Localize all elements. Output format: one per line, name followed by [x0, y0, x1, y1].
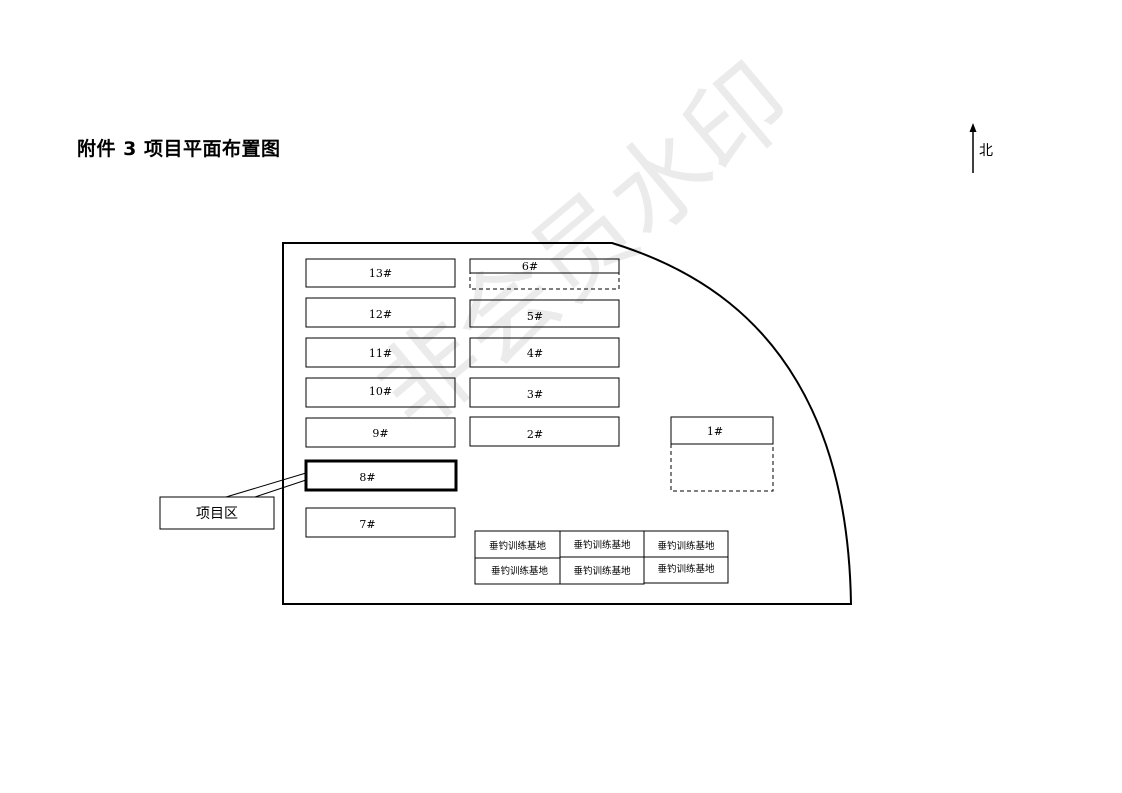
callout-leader-2: [254, 479, 307, 498]
unit-8-highlight: [304, 459, 458, 492]
unit-label: 2#: [526, 428, 544, 441]
unit-label: 5#: [526, 310, 544, 323]
training-base-label: 垂钓训练基地: [657, 564, 715, 575]
unit-label: 9#: [372, 427, 389, 440]
unit-5: [469, 299, 620, 328]
training-base-label: 垂钓训练基地: [573, 540, 631, 551]
callout-box: [159, 496, 275, 530]
unit-4: [469, 337, 620, 368]
training-base-grid: [474, 530, 729, 585]
north-label: 北: [979, 143, 993, 159]
unit-6-dashed-extension: [469, 272, 620, 290]
north-arrow-icon: [969, 123, 977, 173]
unit-7: [305, 507, 456, 538]
training-base-label: 垂钓训练基地: [490, 566, 548, 577]
unit-label: 12#: [368, 308, 393, 321]
unit-13: [305, 258, 456, 288]
unit-2: [469, 416, 620, 447]
unit-label: 11#: [368, 347, 393, 360]
unit-label: 13#: [368, 267, 393, 280]
unit-label: 4#: [526, 347, 544, 360]
unit-label: 1#: [706, 425, 724, 438]
training-base-label: 垂钓训练基地: [657, 541, 715, 552]
site-boundary: [282, 242, 853, 605]
project-area-label: 项目区: [196, 506, 238, 522]
unit-11: [305, 337, 456, 368]
unit-label: 6#: [521, 260, 539, 273]
training-base-label: 垂钓训练基地: [488, 541, 546, 552]
training-base-label: 垂钓训练基地: [573, 566, 631, 577]
page-title: 附件 3 项目平面布置图: [77, 138, 281, 160]
unit-label: 10#: [368, 385, 393, 398]
unit-10: [305, 377, 456, 408]
unit-3: [469, 377, 620, 408]
unit-12: [305, 297, 456, 328]
unit-9: [305, 417, 456, 448]
unit-label: 3#: [526, 388, 544, 401]
unit-1-dashed-extension: [670, 443, 774, 492]
unit-label: 7#: [359, 518, 376, 531]
unit-6: [469, 258, 620, 274]
unit-label: 8#: [359, 471, 376, 484]
callout-leader-1: [225, 472, 307, 498]
